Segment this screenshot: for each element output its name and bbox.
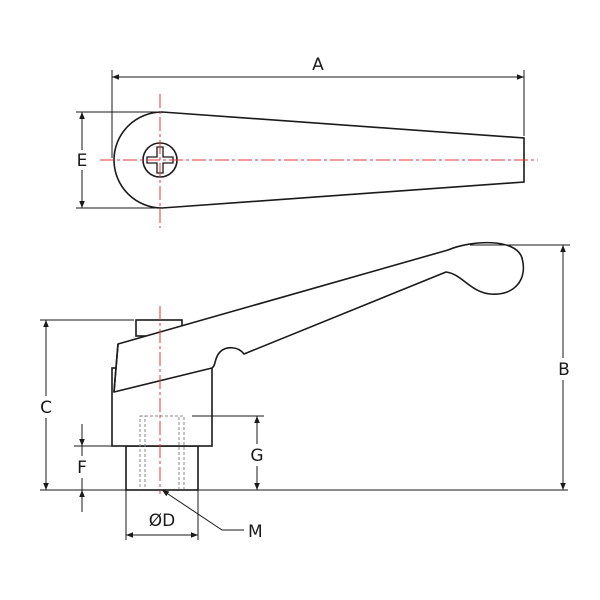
dim-label-c: C xyxy=(40,398,52,418)
dim-label-d: ØD xyxy=(149,511,175,531)
side-view: B C F G ØD M xyxy=(34,241,576,542)
dim-label-e: E xyxy=(77,151,88,171)
threaded-stud xyxy=(125,445,199,491)
lever-arm xyxy=(113,241,525,393)
top-view: A E xyxy=(70,55,538,228)
dim-label-m: M xyxy=(248,522,263,542)
leader-m xyxy=(161,489,244,531)
dim-label-f: F xyxy=(77,458,87,478)
lever-top-outline xyxy=(113,111,525,209)
dim-label-b: B xyxy=(558,360,570,380)
dim-label-a: A xyxy=(312,55,324,75)
dim-label-g: G xyxy=(250,446,263,466)
lever-edge-line xyxy=(113,343,119,393)
phillips-cross-icon xyxy=(146,146,174,174)
